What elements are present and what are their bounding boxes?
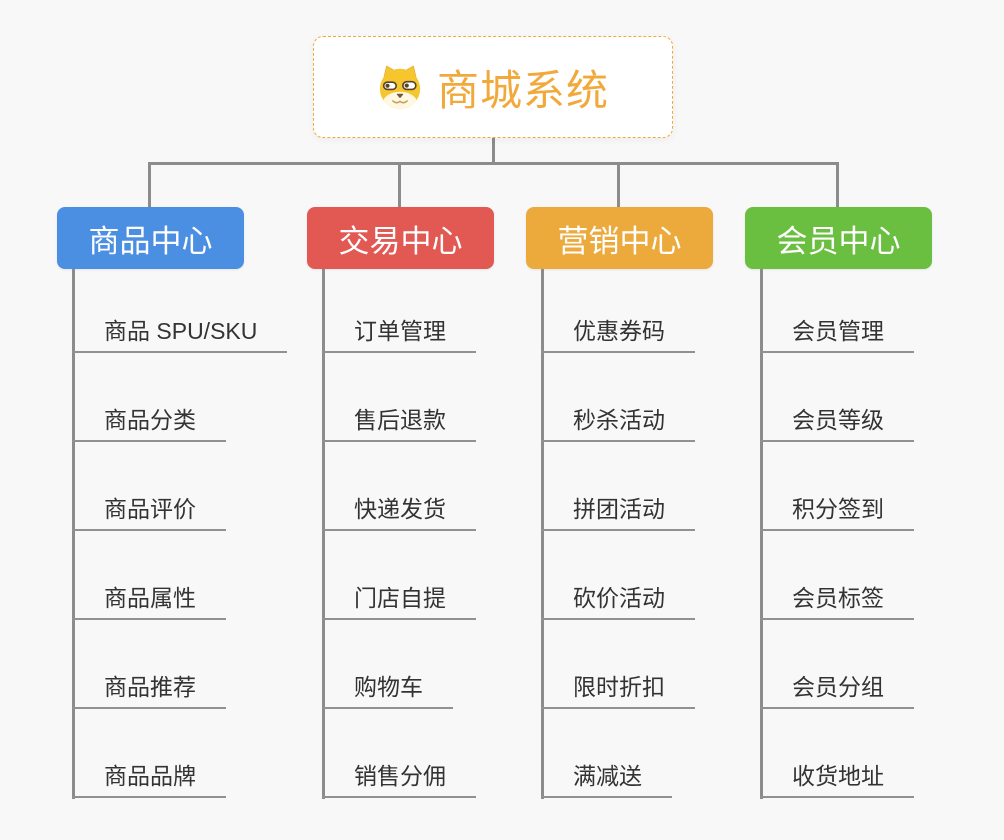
root-node-label: 商城系统 [436,66,609,114]
branch-marketing-center: 营销中心 优惠券码 秒杀活动 拼团活动 砍价活动 限时折扣 满减送 [526,207,826,817]
leaf-node[interactable]: 购物车 [322,672,453,709]
leaf-node[interactable]: 商品 SPU/SKU [72,316,288,353]
branch-node-marketing-center[interactable]: 营销中心 [526,207,713,269]
connector-drop-marketing [617,163,620,208]
leaf-node[interactable]: 积分签到 [760,494,914,531]
leaf-node[interactable]: 会员管理 [760,316,914,353]
branch-trade-center: 交易中心 订单管理 售后退款 快递发货 门店自提 购物车 销售分佣 [307,207,607,817]
leaf-node[interactable]: 商品属性 [72,583,226,620]
leaf-node[interactable]: 售后退款 [322,405,476,442]
branch-node-product-center[interactable]: 商品中心 [57,207,244,269]
leaf-node[interactable]: 快递发货 [322,494,476,531]
root-node[interactable]: 商城系统 [313,36,673,138]
connector-trunk-product [72,269,75,799]
connector-drop-product [148,163,151,208]
leaf-node[interactable]: 收货地址 [760,761,914,798]
leaf-node[interactable]: 商品品牌 [72,761,226,798]
leaf-node[interactable]: 商品分类 [72,405,226,442]
leaf-node[interactable]: 销售分佣 [322,761,476,798]
branch-product-center: 商品中心 商品 SPU/SKU 商品分类 商品评价 商品属性 商品推荐 商品品牌 [57,207,357,817]
leaf-node[interactable]: 秒杀活动 [541,405,695,442]
doge-face-icon [379,65,421,110]
connector-drop-trade [398,163,401,208]
leaf-node[interactable]: 满减送 [541,761,672,798]
connector-trunk-member [760,269,763,799]
branch-node-trade-center[interactable]: 交易中心 [307,207,494,269]
connector-drop-member [836,163,839,208]
connector-trunk-marketing [541,269,544,799]
leaf-node[interactable]: 商品评价 [72,494,226,531]
branch-member-center: 会员中心 会员管理 会员等级 积分签到 会员标签 会员分组 收货地址 [745,207,1004,817]
leaf-node[interactable]: 会员标签 [760,583,914,620]
leaf-node[interactable]: 商品推荐 [72,672,226,709]
leaf-node[interactable]: 限时折扣 [541,672,695,709]
connector-trunk-trade [322,269,325,799]
leaf-node[interactable]: 拼团活动 [541,494,695,531]
leaf-node[interactable]: 砍价活动 [541,583,695,620]
leaf-node[interactable]: 门店自提 [322,583,476,620]
connector-root-drop [492,138,495,165]
connector-bus [148,162,839,165]
branch-node-member-center[interactable]: 会员中心 [745,207,932,269]
leaf-node[interactable]: 会员分组 [760,672,914,709]
leaf-node[interactable]: 订单管理 [322,316,476,353]
leaf-node[interactable]: 会员等级 [760,405,914,442]
leaf-node[interactable]: 优惠券码 [541,316,695,353]
